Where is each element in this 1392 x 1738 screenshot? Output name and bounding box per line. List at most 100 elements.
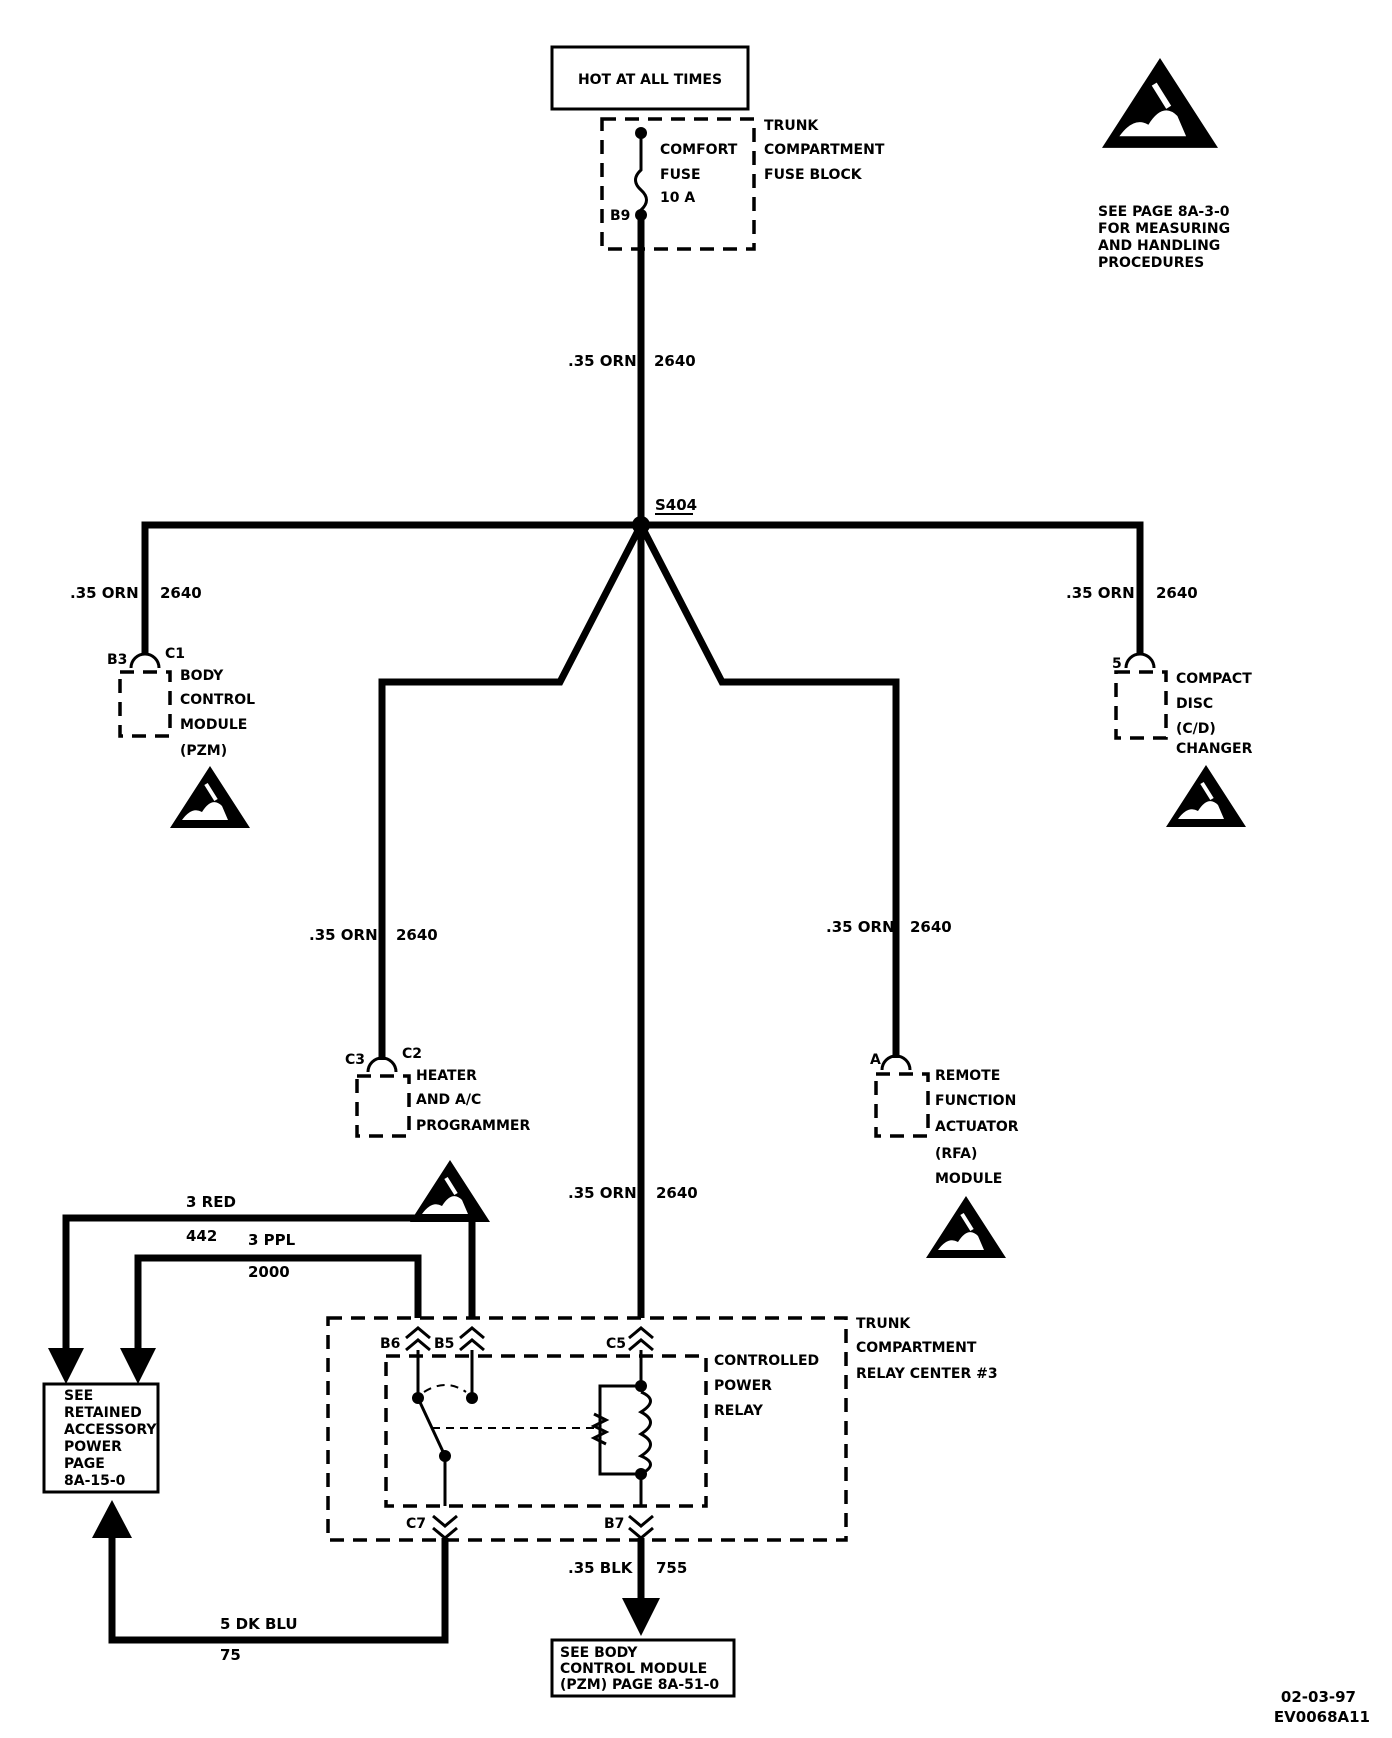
- fuse-label: COMFORT FUSE 10 A: [660, 142, 738, 206]
- footer-code: EV0068A11: [1274, 1708, 1370, 1726]
- controlled-power-relay-boundary: [384, 1354, 708, 1508]
- bcm-label-line-4: (PZM): [180, 743, 227, 759]
- terminal-c7-chevron: [432, 1514, 458, 1540]
- pin-c5-label: C5: [606, 1336, 626, 1352]
- esd-warning-icon: [1102, 58, 1218, 148]
- retained-line-3: ACCESSORY: [64, 1422, 157, 1438]
- rfa-label-line-5: MODULE: [935, 1171, 1002, 1187]
- fuse-label-line-3: 10 A: [660, 190, 695, 206]
- wire-bcm-circuit: 2640: [160, 584, 202, 602]
- terminal-b5-chevron: [459, 1326, 485, 1352]
- wire-ppl-circuit: 2000: [248, 1263, 290, 1281]
- wire-relay-circuit: 2640: [656, 1184, 698, 1202]
- esd-note-line-2: FOR MEASURING: [1098, 221, 1230, 237]
- retained-line-1: SEE: [64, 1388, 93, 1404]
- hvac-esd-icon: [408, 1158, 492, 1224]
- retained-line-2: RETAINED: [64, 1405, 142, 1421]
- terminal-b7-chevron: [628, 1514, 654, 1540]
- relay-label-line-3: RELAY: [714, 1403, 764, 1419]
- rfa-label-line-4: (RFA): [935, 1146, 977, 1162]
- cd-connector: [1124, 652, 1156, 669]
- wire-cd-gauge: .35 ORN: [1066, 584, 1135, 602]
- wire-feed-gauge: .35 ORN: [568, 352, 637, 370]
- terminal-c5-chevron: [628, 1326, 654, 1352]
- esd-note-line-1: SEE PAGE 8A-3-0: [1098, 204, 1230, 220]
- suppression-resistor: [590, 1412, 610, 1446]
- pin-b5-label: B5: [434, 1336, 454, 1352]
- wire-rfa-gauge: .35 ORN: [826, 918, 895, 936]
- wire-blu-circuit: 75: [220, 1646, 241, 1664]
- bcm-pin-label: B3: [107, 652, 127, 668]
- coil-winding: [637, 1390, 652, 1476]
- wire-dk-blu: [108, 1530, 449, 1644]
- fuse-label-line-1: COMFORT: [660, 142, 738, 158]
- rfa-boundary: [874, 1072, 930, 1138]
- bcm-ref-line-1: SEE BODY: [560, 1645, 638, 1661]
- wire-blu-gauge: 5 DK BLU: [220, 1615, 298, 1633]
- bcm-label-line-2: CONTROL: [180, 692, 255, 708]
- hvac-connector-label: C2: [402, 1046, 422, 1062]
- relay-center-line-2: COMPARTMENT: [856, 1340, 977, 1356]
- bcm-label-line-3: MODULE: [180, 717, 247, 733]
- pin-c7-label: C7: [406, 1516, 426, 1532]
- rfa-pin-label: A: [870, 1052, 881, 1068]
- comfort-fuse-symbol: [634, 133, 648, 215]
- bcm-ref: SEE BODY CONTROL MODULE (PZM) PAGE 8A-51…: [560, 1645, 719, 1693]
- blk-arrow: [622, 1598, 660, 1636]
- hvac-boundary: [355, 1074, 411, 1138]
- bcm-ref-box: [550, 1638, 736, 1698]
- esd-note-line-3: AND HANDLING: [1098, 238, 1220, 254]
- bcm-boundary: [118, 670, 172, 738]
- cd-label: COMPACT DISC (C/D) CHANGER: [1176, 671, 1253, 757]
- fuse-block-line-2: COMPARTMENT: [764, 142, 885, 158]
- fuse-block-line-1: TRUNK: [764, 118, 819, 134]
- hvac-connector: [366, 1056, 398, 1073]
- wire-rfa: [637, 523, 900, 1058]
- fuse-pin-label: B9: [610, 208, 630, 224]
- fuse-block-label: TRUNK COMPARTMENT FUSE BLOCK: [764, 118, 885, 183]
- relay-coil: [590, 1350, 652, 1506]
- retained-accessory-ref-box: [42, 1382, 160, 1494]
- wire-bcm-gauge: .35 ORN: [70, 584, 139, 602]
- fuse-block-boundary: [600, 117, 756, 251]
- splice-label: S404: [655, 496, 697, 514]
- pin-b7-label: B7: [604, 1516, 624, 1532]
- rfa-esd-icon: [924, 1194, 1008, 1260]
- bcm-ref-line-3: (PZM) PAGE 8A-51-0: [560, 1677, 719, 1693]
- hvac-label: HEATER AND A/C PROGRAMMER: [416, 1068, 530, 1134]
- hot-at-all-times-label: HOT AT ALL TIMES: [578, 72, 722, 88]
- fuse-label-line-2: FUSE: [660, 167, 701, 183]
- wire-hvac-gauge: .35 ORN: [309, 926, 378, 944]
- retained-line-4: POWER: [64, 1439, 122, 1455]
- wire-hvac-circuit: 2640: [396, 926, 438, 944]
- cd-boundary: [1114, 670, 1168, 740]
- wire-relay-gauge: .35 ORN: [568, 1184, 637, 1202]
- rfa-label-line-2: FUNCTION: [935, 1093, 1016, 1109]
- relay-center-boundary: [326, 1316, 848, 1542]
- relay-center-line-3: RELAY CENTER #3: [856, 1366, 998, 1382]
- cd-pin-label: 5: [1112, 656, 1122, 672]
- fuse-block-line-3: FUSE BLOCK: [764, 167, 863, 183]
- relay-center-line-1: TRUNK: [856, 1316, 911, 1332]
- bcm-esd-icon: [168, 764, 252, 830]
- wire-ppl: [134, 1254, 422, 1354]
- retained-line-5: PAGE: [64, 1456, 105, 1472]
- wire-blk-gauge: .35 BLK: [568, 1559, 634, 1577]
- ppl-arrow: [120, 1348, 156, 1384]
- retained-accessory-ref: SEE RETAINED ACCESSORY POWER PAGE 8A-15-…: [64, 1388, 157, 1489]
- retained-line-6: 8A-15-0: [64, 1473, 126, 1489]
- wire-red-circuit: 442: [186, 1227, 217, 1245]
- hvac-pin-label: C3: [345, 1052, 365, 1068]
- bcm-label-line-1: BODY: [180, 668, 224, 684]
- wire-blk-circuit: 755: [656, 1559, 687, 1577]
- dk-blu-arrow: [92, 1500, 132, 1538]
- rfa-label: REMOTE FUNCTION ACTUATOR (RFA) MODULE: [935, 1068, 1019, 1187]
- hvac-label-line-3: PROGRAMMER: [416, 1118, 530, 1134]
- esd-note-line-4: PROCEDURES: [1098, 255, 1204, 271]
- hot-at-all-times-box: [550, 45, 750, 111]
- esd-note: SEE PAGE 8A-3-0 FOR MEASURING AND HANDLI…: [1098, 204, 1230, 271]
- red-arrow: [48, 1348, 84, 1384]
- relay-center-label: TRUNK COMPARTMENT RELAY CENTER #3: [856, 1316, 998, 1382]
- wire-red-gauge: 3 RED: [186, 1193, 236, 1211]
- relay-label-line-2: POWER: [714, 1378, 772, 1394]
